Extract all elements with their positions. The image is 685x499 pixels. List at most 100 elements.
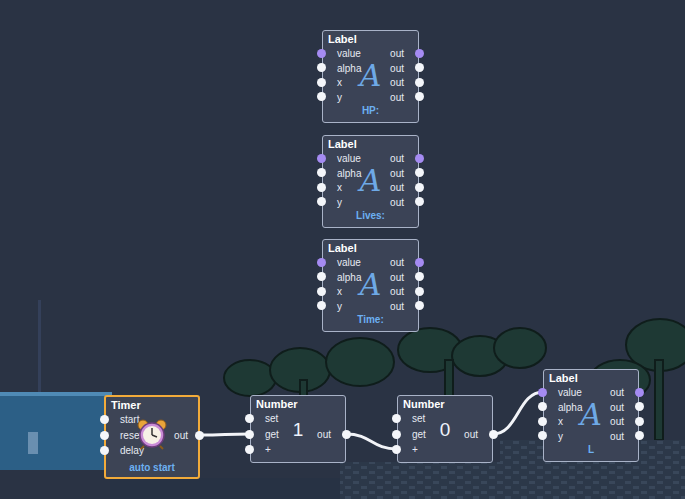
output-port-name: out [390, 62, 404, 76]
output-port [415, 168, 424, 177]
input-port-name: reset [120, 429, 142, 443]
input-port [538, 417, 547, 426]
output-port-name: out [390, 181, 404, 195]
input-port-name: value [337, 256, 361, 270]
input-port-name: x [337, 285, 342, 299]
wire [493, 392, 543, 434]
output-port [415, 301, 424, 310]
output-port-name: out [390, 167, 404, 181]
label-caption: L [544, 443, 638, 457]
input-port-name: start [120, 413, 139, 427]
label-caption: Time: [323, 313, 418, 327]
node-title: Timer [111, 398, 141, 412]
input-port-name: x [337, 76, 342, 90]
input-port-name: y [337, 196, 342, 210]
output-port-name: out [610, 401, 624, 415]
label-caption: HP: [323, 104, 418, 118]
node-title: Label [549, 371, 578, 385]
label-caption: Lives: [323, 209, 418, 223]
output-port-name: out [610, 415, 624, 429]
output-port [195, 431, 204, 440]
input-port [317, 287, 326, 296]
water [0, 392, 112, 470]
output-port [415, 258, 424, 267]
label-icon: A [323, 59, 418, 93]
output-port-name: out [610, 430, 624, 444]
input-port [317, 49, 326, 58]
input-port-name: alpha [558, 401, 582, 415]
input-port [100, 446, 109, 455]
input-port-name: value [337, 47, 361, 61]
timer-caption: auto start [106, 461, 198, 475]
input-port [100, 431, 109, 440]
input-port-name: set [265, 412, 278, 426]
input-port [317, 168, 326, 177]
output-port-name: out [390, 256, 404, 270]
water-surface [0, 392, 112, 396]
output-port [635, 417, 644, 426]
label-icon: A [544, 398, 638, 432]
door [28, 432, 38, 454]
ground-bricks [340, 462, 685, 499]
input-port [392, 445, 401, 454]
input-port-name: value [558, 386, 582, 400]
alarm-clock-icon [136, 418, 168, 450]
number-value: 1 [251, 419, 345, 441]
input-port-name: y [337, 300, 342, 314]
input-port [317, 272, 326, 281]
node-title: Label [328, 32, 357, 46]
input-port [317, 78, 326, 87]
input-port [245, 414, 254, 423]
output-port [489, 430, 498, 439]
label-icon: A [323, 164, 418, 198]
input-port [245, 445, 254, 454]
wire [200, 434, 250, 435]
input-port [317, 183, 326, 192]
input-port [317, 258, 326, 267]
label-node: LabelvaluealphaxyoutoutoutoutATime: [322, 239, 419, 332]
output-port-name: out [464, 428, 478, 442]
input-port-name: x [337, 181, 342, 195]
node-title: Label [328, 137, 357, 151]
output-port [415, 287, 424, 296]
input-port [317, 301, 326, 310]
input-port [317, 63, 326, 72]
label-node: LabelvaluealphaxyoutoutoutoutAHP: [322, 30, 419, 123]
input-port [392, 430, 401, 439]
input-port-name: y [558, 430, 563, 444]
input-port [317, 197, 326, 206]
output-port-name: out [390, 47, 404, 61]
input-port [317, 92, 326, 101]
input-port-name: alpha [337, 271, 361, 285]
output-port-name: out [390, 285, 404, 299]
output-port [415, 49, 424, 58]
label-node: LabelvaluealphaxyoutoutoutoutALives: [322, 135, 419, 228]
input-port-name: alpha [337, 62, 361, 76]
output-port-name: out [390, 152, 404, 166]
output-port [635, 402, 644, 411]
input-port-name: x [558, 415, 563, 429]
output-port-name: out [390, 300, 404, 314]
output-port-name: out [610, 386, 624, 400]
label-icon: A [323, 268, 418, 302]
input-port-name: + [412, 443, 418, 457]
input-port [538, 402, 547, 411]
output-port [635, 388, 644, 397]
output-port-name: out [390, 196, 404, 210]
output-port-name: out [317, 428, 331, 442]
input-port [317, 154, 326, 163]
output-port [635, 431, 644, 440]
input-port-name: get [265, 428, 279, 442]
wire [346, 434, 397, 449]
output-port [415, 272, 424, 281]
node-title: Number [403, 397, 445, 411]
output-port [415, 154, 424, 163]
input-port [392, 414, 401, 423]
ground [110, 478, 340, 499]
number-node: Numbersetget+out0 [397, 395, 493, 463]
node-title: Number [256, 397, 298, 411]
input-port [245, 430, 254, 439]
input-port-name: value [337, 152, 361, 166]
